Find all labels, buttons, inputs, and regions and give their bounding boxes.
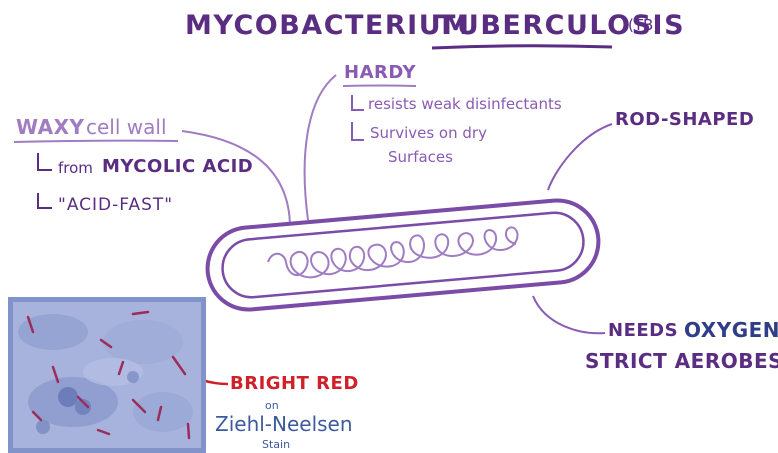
oxygen-word: OXYGEN (684, 318, 778, 342)
hardy-heading: HARDY (344, 62, 416, 83)
hardy-line1: resists weak disinfectants (368, 95, 562, 113)
hardy-connector (305, 75, 336, 220)
waxy-heading-bold: WAXY (16, 115, 85, 139)
waxy-underline (14, 141, 178, 142)
ziehl-neelsen-micrograph (8, 297, 206, 453)
rod-shaped-label: ROD-SHAPED (615, 109, 754, 130)
micrograph-image (13, 302, 201, 448)
hardy-bracket-1 (352, 95, 364, 110)
title-main: MYCOBACTERIUM (185, 10, 471, 41)
waxy-line1-prefix: from (58, 159, 93, 177)
waxy-heading-rest: cell wall (86, 115, 167, 139)
oxygen-needs: NEEDS (608, 320, 678, 341)
waxy-bracket-1 (38, 153, 52, 170)
hardy-bracket-2 (352, 122, 364, 140)
waxy-line2: "ACID-FAST" (58, 195, 173, 215)
waxy-connector (182, 131, 290, 228)
hardy-line3: Surfaces (388, 148, 453, 166)
waxy-bracket-2 (38, 193, 52, 208)
hardy-underline (343, 86, 416, 87)
title-underline (432, 46, 612, 48)
stain-method-label: Ziehl-Neelsen (215, 412, 353, 436)
strict-aerobes: STRICT AEROBES (585, 349, 778, 373)
waxy-line1-bold: MYCOLIC ACID (102, 156, 253, 177)
stain-on-label: on (265, 399, 279, 412)
title-abbr: (TB) (628, 16, 659, 34)
bright-red-label: BRIGHT RED (230, 373, 359, 394)
stain-word-label: Stain (262, 438, 290, 451)
hardy-line2: Survives on dry (370, 124, 487, 142)
oxygen-connector (533, 296, 605, 333)
rod-connector (548, 124, 612, 190)
